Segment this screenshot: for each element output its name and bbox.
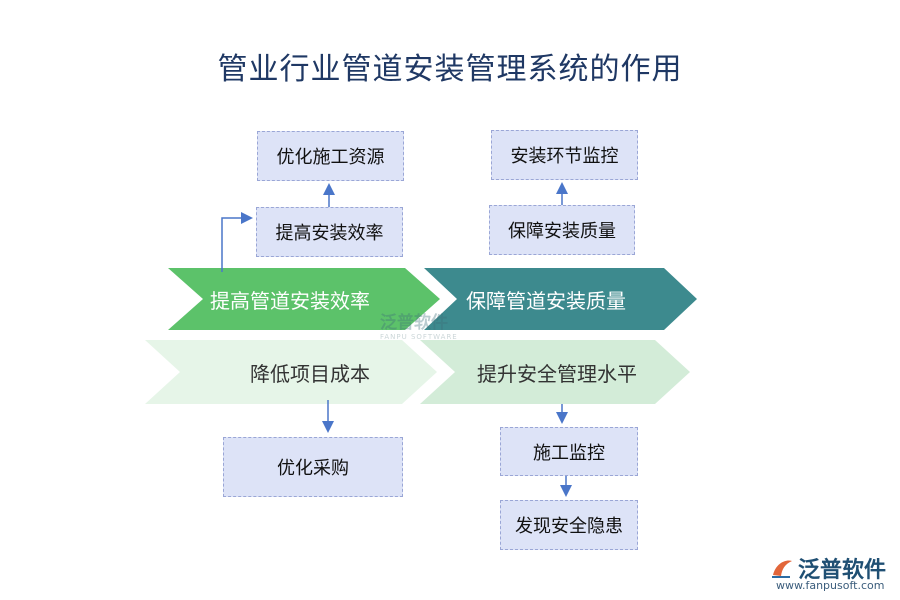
- chevron-quality-label: 保障管道安装质量: [466, 288, 626, 313]
- logo-icon: [772, 560, 792, 578]
- watermark-sub: FANPU SOFTWARE: [380, 333, 458, 341]
- box-optimize-resources: 优化施工资源: [257, 131, 404, 181]
- chevron-quality-shape: [424, 268, 697, 330]
- chevron-cost-label: 降低项目成本: [250, 361, 370, 386]
- watermark: 泛普软件 FANPU SOFTWARE: [380, 308, 458, 341]
- diagram-title: 管业行业管道安装管理系统的作用: [217, 52, 683, 87]
- chevron-efficiency: 提高管道安装效率: [190, 268, 390, 330]
- chevron-safety: 提升安全管理水平: [452, 340, 662, 404]
- box-raise-efficiency: 提高安装效率: [256, 207, 403, 257]
- box-find-hazards: 发现安全隐患: [500, 500, 638, 550]
- logo-name: 泛普软件: [798, 558, 887, 583]
- chevron-efficiency-label: 提高管道安装效率: [210, 288, 370, 313]
- box-optimize-purchase: 优化采购: [223, 437, 403, 497]
- chevron-quality: 保障管道安装质量: [446, 268, 646, 330]
- box-construction-monitor: 施工监控: [500, 427, 638, 476]
- brand-logo: 泛普软件: [770, 552, 886, 584]
- chevron-safety-shape: [420, 340, 690, 404]
- chevron-cost: 降低项目成本: [210, 340, 410, 404]
- watermark-name: 泛普软件: [380, 313, 448, 333]
- logo-url: www.fanpusoft.com: [776, 579, 885, 592]
- chevron-cost-shape: [145, 340, 437, 404]
- box-install-monitor: 安装环节监控: [491, 130, 638, 180]
- box-ensure-quality: 保障安装质量: [489, 205, 635, 255]
- chevron-efficiency-shape: [168, 268, 440, 330]
- chevron-safety-label: 提升安全管理水平: [477, 361, 637, 386]
